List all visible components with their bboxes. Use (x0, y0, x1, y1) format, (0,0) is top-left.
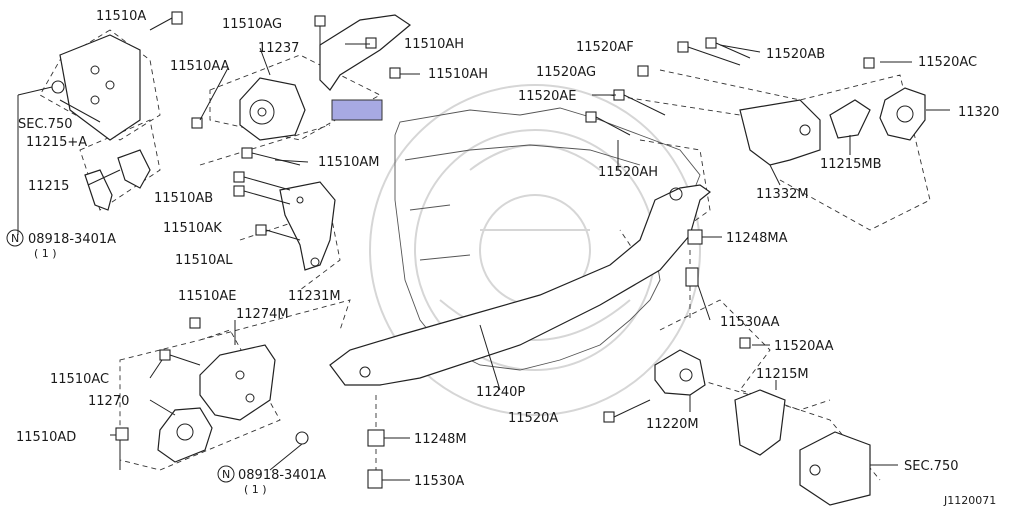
label-sec750-top: SEC.750 (18, 117, 73, 132)
label-11520A: 11520A (508, 411, 558, 426)
bolt-11510AE (189, 317, 201, 329)
nut-08918-top (51, 80, 65, 94)
mount-11270 (157, 407, 213, 463)
label-sec750-bottom: SEC.750 (904, 459, 959, 474)
label-11248MA: 11248MA (726, 231, 788, 246)
nut-11248M (367, 429, 385, 447)
bolt-11520AF (677, 41, 689, 53)
circle-n-bottom-letter: N (222, 468, 230, 481)
bolt-11510A (171, 11, 183, 25)
label-11510A: 11510A (96, 9, 146, 24)
label-11220M: 11220M (646, 417, 699, 432)
mount-11220M (654, 349, 706, 396)
label-11520AC: 11520AC (918, 55, 977, 70)
label-11237: 11237 (258, 41, 299, 56)
nut-11248MA (687, 229, 703, 245)
nut-08918-bottom (295, 431, 309, 445)
bracket-11215plusA (59, 34, 141, 141)
label-11510AL: 11510AL (175, 253, 233, 268)
bolt-11510AK (233, 185, 245, 197)
bracket-11274M (199, 344, 276, 421)
label-08918-top-qty: ( 1 ) (34, 247, 57, 260)
label-11520AE: 11520AE (518, 89, 576, 104)
bolt-11520AH (585, 111, 597, 123)
bolt-11510AA (191, 117, 203, 129)
label-11332M: 11332M (756, 187, 809, 202)
label-11510AC: 11510AC (50, 372, 109, 387)
bolt-11520AC (863, 57, 875, 69)
label-11510AE: 11510AE (178, 289, 236, 304)
circle-n-top (6, 229, 24, 247)
bolt-11510AD (115, 427, 129, 441)
leader-lines (17, 43, 950, 481)
label-11520AH: 11520AH (598, 165, 658, 180)
label-11274M: 11274M (236, 307, 289, 322)
diagram-code: J1120071 (943, 494, 996, 507)
part-labels: 11510A 11510AG 11510AH 11510AH 11237 115… (6, 9, 999, 507)
label-11215: 11215 (28, 179, 69, 194)
highlighted-part (331, 99, 383, 121)
label-11215plusA: 11215+A (26, 135, 87, 150)
bolt-11510AC (159, 349, 171, 361)
mount-11320 (879, 87, 926, 141)
label-11320: 11320 (958, 105, 999, 120)
bolt-11530AA (685, 267, 699, 287)
bolt-11510AH-2 (389, 67, 401, 79)
label-11510AH-1: 11510AH (404, 37, 464, 52)
bolts (51, 11, 875, 489)
label-11510AA: 11510AA (170, 59, 230, 74)
bracket-11332M (739, 99, 871, 166)
bolt-11510AH-1 (365, 37, 377, 49)
bolt-11510AM (241, 147, 253, 159)
bracket-11215M (734, 389, 871, 506)
label-11520AF: 11520AF (576, 40, 634, 55)
label-11530AA: 11530AA (720, 315, 780, 330)
label-11520AG: 11520AG (536, 65, 596, 80)
circle-n-bottom (217, 465, 235, 483)
bracket-11231M (279, 181, 336, 271)
label-11510AH-2: 11510AH (428, 67, 488, 82)
label-08918-bottom-qty: ( 1 ) (244, 483, 267, 496)
label-11510AG: 11510AG (222, 17, 282, 32)
bolt-11520A (603, 411, 615, 423)
bolt-11530A (367, 469, 383, 489)
label-11520AA: 11520AA (774, 339, 834, 354)
label-11510AB: 11510AB (154, 191, 213, 206)
label-11510AK: 11510AK (163, 221, 222, 236)
bolt-11510AL (255, 224, 267, 236)
bolt-11520AB (705, 37, 717, 49)
label-08918-bottom: 08918-3401A (238, 468, 326, 483)
label-11520AB: 11520AB (766, 47, 825, 62)
label-11510AD: 11510AD (16, 430, 76, 445)
insulator-11215 (84, 149, 151, 211)
circle-n-top-letter: N (11, 232, 19, 245)
bolt-11520AA (739, 337, 751, 349)
label-11240P: 11240P (476, 385, 525, 400)
label-11215M: 11215M (756, 367, 809, 382)
label-08918-top: 08918-3401A (28, 232, 116, 247)
label-11270: 11270 (88, 394, 129, 409)
label-11530A: 11530A (414, 474, 464, 489)
label-11231M: 11231M (288, 289, 341, 304)
bolt-11510AB (233, 171, 245, 183)
subframe-11240P (329, 184, 712, 386)
label-11248M: 11248M (414, 432, 467, 447)
label-11510AM: 11510AM (318, 155, 379, 170)
mount-11237 (239, 14, 412, 141)
bolt-11510AG (314, 15, 326, 27)
bolt-11520AG (637, 65, 649, 77)
label-11215MB: 11215MB (820, 157, 882, 172)
